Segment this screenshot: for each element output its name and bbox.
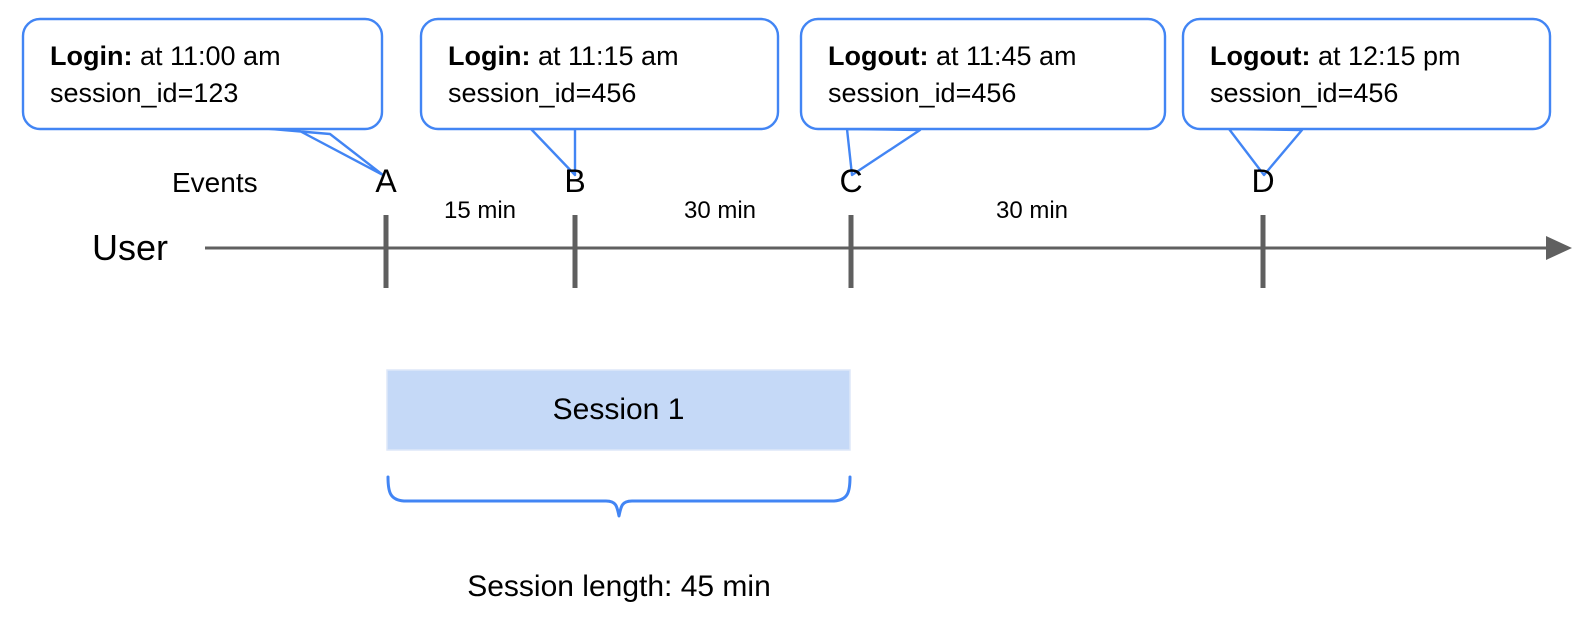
- callout-d-line2: session_id=456: [1210, 78, 1399, 108]
- callout-c-line2: session_id=456: [828, 78, 1017, 108]
- callout-b-text: Login: at 11:15 am session_id=456: [448, 38, 679, 112]
- callout-d-time: at 12:15 pm: [1310, 41, 1461, 71]
- session-length-caption: Session length: 45 min: [467, 570, 771, 603]
- event-letter-c: C: [839, 163, 863, 199]
- interval-label-a-b: 15 min: [443, 197, 517, 224]
- callout-c-shape: [799, 17, 1167, 177]
- callout-b-line1: Login: at 11:15 am: [448, 38, 679, 75]
- axis-arrowhead-icon: [1546, 236, 1572, 260]
- callout-d-shape: [1181, 17, 1552, 177]
- user-lane-label: User: [92, 227, 169, 268]
- callout-a-line1: Login: at 11:00 am: [50, 38, 281, 75]
- timeline-axis: [205, 236, 1572, 260]
- callout-d-text: Logout: at 12:15 pm session_id=456: [1210, 38, 1461, 112]
- session-1-label: Session 1: [552, 393, 685, 426]
- session-1-bar: [386, 369, 851, 451]
- callout-c-box: [799, 17, 1167, 131]
- callout-c-text: Logout: at 11:45 am session_id=456: [828, 38, 1077, 112]
- callout-b-time: at 11:15 am: [530, 41, 679, 71]
- callout-a-line2: session_id=123: [50, 78, 239, 108]
- callout-a-lead: Login:: [50, 41, 133, 71]
- callout-b-lead: Login:: [448, 41, 531, 71]
- callout-a-text: Login: at 11:00 am session_id=123: [50, 38, 281, 112]
- callout-b-line2: session_id=456: [448, 78, 637, 108]
- callout-a-shape: [21, 17, 385, 177]
- interval-label-c-d: 30 min: [995, 197, 1069, 224]
- interval-label-b-c: 30 min: [683, 197, 757, 224]
- callout-b-shape: [419, 17, 780, 177]
- callout-a-box: [21, 17, 384, 131]
- timeline-ticks: [383, 215, 1266, 288]
- event-letter-a: A: [375, 163, 397, 199]
- event-letter-d: D: [1251, 163, 1275, 199]
- callout-c-time: at 11:45 am: [928, 41, 1077, 71]
- callout-c-line1: Logout: at 11:45 am: [828, 38, 1077, 75]
- callout-d-line1: Logout: at 12:15 pm: [1210, 38, 1461, 75]
- callout-a-time: at 11:00 am: [132, 41, 281, 71]
- callout-c-lead: Logout:: [828, 41, 929, 71]
- events-lane-label: Events: [172, 167, 258, 198]
- callout-d-box: [1181, 17, 1552, 131]
- event-letter-b: B: [564, 163, 586, 199]
- callout-b-box: [419, 17, 780, 131]
- callout-d-lead: Logout:: [1210, 41, 1311, 71]
- session-length-brace: [386, 475, 852, 518]
